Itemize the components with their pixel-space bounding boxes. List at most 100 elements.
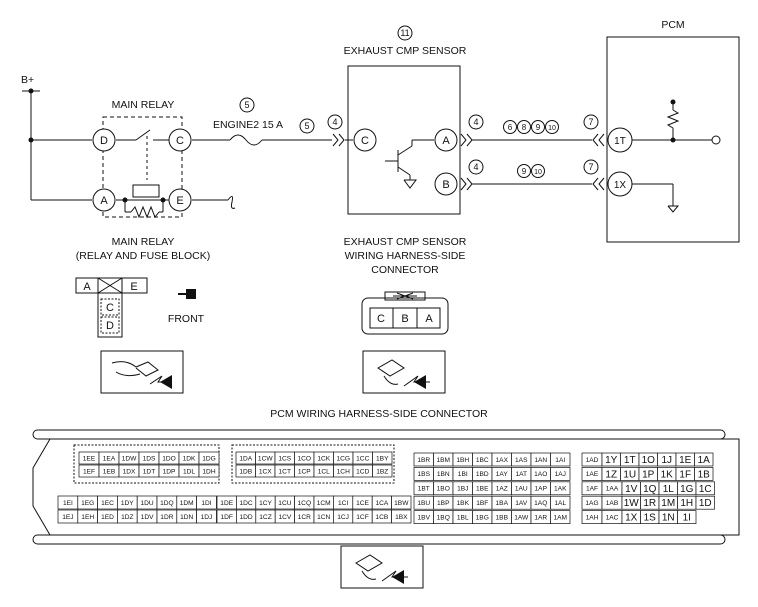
pcm-pin-label: 1AK — [554, 486, 567, 493]
pcm-pin-label: 1EC — [101, 500, 114, 507]
pcm-pin-label: 1DN — [180, 514, 193, 521]
pcm-connector-title: PCM WIRING HARNESS-SIDE CONNECTOR — [270, 408, 488, 420]
relay-terminal-a-label: A — [100, 195, 108, 207]
pcm-pin-label: 1DW — [122, 455, 137, 462]
pcm-pin-label: 1DD — [239, 514, 252, 521]
pcm-pin-label: 1C — [699, 484, 712, 495]
pcm-pin-label: 1DR — [160, 514, 173, 521]
pcm-pin-label: 1EG — [81, 500, 94, 507]
pcm-pin-cell — [550, 452, 571, 467]
pcm-pin-label: 1BI — [458, 471, 468, 478]
pcm-connector-bottom-rail — [32, 534, 726, 545]
pcm-terminal-1x-label: 1X — [614, 180, 627, 191]
pcm-pin-cell — [695, 495, 715, 510]
pcm-pin-label: 1AV — [515, 500, 528, 507]
pcm-pin-label: 1AB — [606, 500, 619, 507]
probe-icon-sensor — [362, 350, 446, 394]
pcm-pin-label: 1N — [662, 513, 675, 524]
pcm-pin-label: 1CI — [338, 500, 348, 507]
pcm-pin-label: 1DP — [163, 468, 176, 475]
sensor-ref-number: 11 — [400, 28, 409, 38]
pcm-pin-label: 1A — [698, 455, 711, 466]
pcm-pin-label: 1CD — [356, 468, 369, 475]
pcm-pin-label: 1AC — [606, 514, 619, 521]
pcm-pin-label: 1DY — [121, 500, 134, 507]
pcm-pin-label: 1CS — [278, 455, 291, 462]
pcm-pin-label: 1T — [624, 455, 636, 466]
pcm-pin-label: 1BS — [418, 471, 431, 478]
pcm-title: PCM — [661, 19, 684, 31]
pcm-pin-cell — [694, 467, 714, 481]
pcm-pin-label: 1CE — [356, 500, 369, 507]
relay-connector-lower — [97, 292, 123, 338]
relay-terminal-d — [92, 128, 116, 152]
pcm-pin-label: 1BB — [496, 514, 509, 521]
sensor-caption-1: EXHAUST CMP SENSOR — [344, 236, 467, 248]
relay-terminal-e-label: E — [176, 195, 183, 207]
pcm-pin-label: 1CU — [278, 500, 291, 507]
pcm-pin-label: 1AW — [514, 514, 529, 521]
pcm-pin-label: 1EF — [83, 468, 95, 475]
relay-cell-a: A — [83, 281, 91, 293]
pcm-pin-label: 1F — [679, 469, 691, 480]
pcm-pin-cell — [695, 481, 715, 496]
pcm-pin-cell — [391, 495, 412, 510]
pcm-conn-a-ref: 7 — [588, 117, 593, 127]
fuse-symbol — [229, 134, 263, 146]
pcm-pin-cell — [198, 464, 220, 478]
pcm-pin-label: 1M — [661, 498, 675, 509]
pcm-pin-label: 1EI — [63, 500, 73, 507]
pcm-pin-label: 1CT — [279, 468, 291, 475]
pcm-pin-label: 1ED — [101, 514, 114, 521]
pcm-pin-label: 1CB — [375, 514, 388, 521]
pcm-pin-label: 1BR — [417, 457, 430, 464]
pcm-pin-label: 1AU — [515, 486, 528, 493]
pcm-pin-label: 1CJ — [337, 514, 349, 521]
pcm-pin-label: 1DC — [239, 500, 252, 507]
pcm-pin-label: 1EE — [83, 455, 96, 462]
relay-caption-2: (RELAY AND FUSE BLOCK) — [76, 250, 210, 262]
probe-icon-relay — [100, 350, 184, 394]
relay-terminal-c — [168, 128, 192, 152]
fuse-ref-number: 5 — [244, 100, 249, 110]
pcm-pin-label: 1BV — [418, 514, 431, 521]
pcm-pin-label: 1BM — [436, 457, 450, 464]
pcm-pin-label: 1CA — [375, 500, 388, 507]
pcm-pin-label: 1W — [624, 498, 640, 509]
pcm-pin-label: 1Y — [605, 455, 618, 466]
front-label: FRONT — [168, 313, 205, 325]
pcm-pin-label: 1BD — [476, 471, 489, 478]
pcm-pin-label: 1DJ — [201, 514, 213, 521]
pcm-pin-label: 1Q — [643, 484, 657, 495]
pcm-pin-label: 1CX — [259, 468, 272, 475]
pcm-pin-label: 1EB — [103, 468, 116, 475]
pcm-pin-label: 1BK — [457, 500, 470, 507]
pcm-pin-label: 1DX — [123, 468, 136, 475]
sensor-terminal-b — [434, 172, 458, 196]
pcm-pin-label: 1DG — [202, 455, 216, 462]
wire-a-ref-1: 8 — [522, 123, 527, 132]
pcm-pin-cell — [391, 509, 412, 524]
pcm-pin-label: 1DZ — [121, 514, 133, 521]
pcm-pin-cell — [372, 464, 393, 478]
pcm-pin-label: 1CQ — [298, 500, 312, 507]
pcm-pin-label: 1BP — [437, 500, 450, 507]
pcm-pin-label: 1CG — [336, 455, 350, 462]
pcm-pin-label: 1AZ — [496, 486, 508, 493]
pcm-pin-label: 1E — [679, 455, 692, 466]
pcm-pin-cell — [196, 509, 217, 524]
pcm-pin-label: 1AH — [586, 514, 599, 521]
relay-terminal-a — [92, 188, 116, 212]
wire-a-ref-2: 9 — [536, 123, 541, 132]
sensor-terminal-b-label: B — [442, 179, 449, 191]
pcm-pin-label: 1CO — [297, 455, 311, 462]
pcm-pin-label: 1L — [663, 484, 675, 495]
pcm-pin-label: 1CN — [317, 514, 330, 521]
pcm-pin-label: 1BC — [476, 457, 489, 464]
pcm-pin-label: 1DE — [220, 500, 233, 507]
sensor-cell-b: B — [401, 313, 408, 325]
wire-ref-number: 5 — [304, 121, 309, 131]
pcm-pin-label: 1BX — [395, 514, 408, 521]
pcm-pin-label: 1AR — [534, 514, 547, 521]
pcm-pin-label: 1EA — [103, 455, 116, 462]
